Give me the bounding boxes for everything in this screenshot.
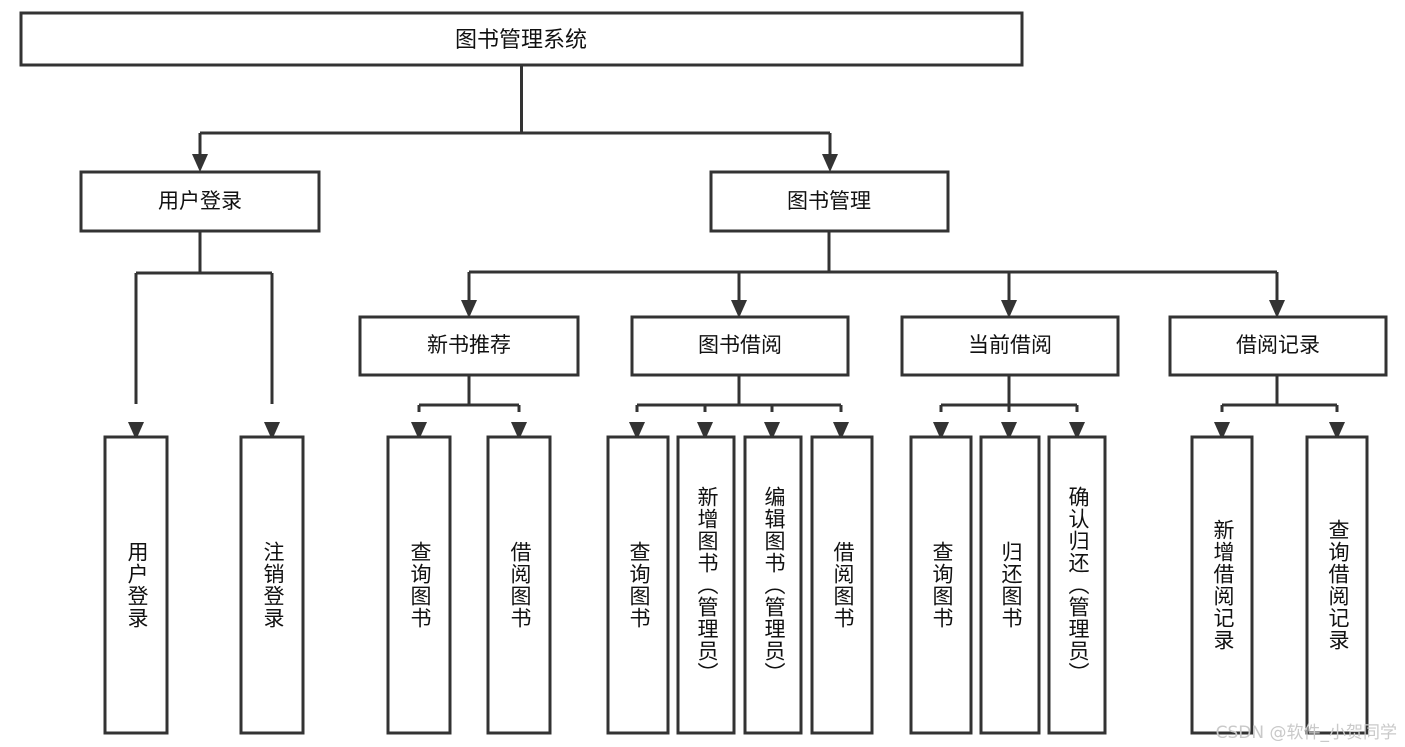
node-book-borrow[interactable]: 图书借阅 [630,315,850,377]
node-current-borrow-label: 当前借阅 [968,333,1052,357]
arrow-to-user-login [192,154,208,172]
node-leaf-borrow-book-2-label: 借阅图书 [831,541,855,629]
node-leaf-borrow-book-2[interactable]: 借阅图书 [810,435,874,735]
node-leaf-query-book-1-label: 查询图书 [408,541,432,629]
node-leaf-edit-book[interactable]: 编辑图书（管理员） [743,435,803,735]
node-leaf-add-book-label: 新增图书（管理员） [695,486,719,684]
node-current-borrow[interactable]: 当前借阅 [900,315,1120,377]
node-leaf-add-book[interactable]: 新增图书（管理员） [676,435,736,735]
node-leaf-user-login-box[interactable] [103,435,169,735]
node-book-manage-box[interactable] [709,170,950,233]
node-leaf-user-login[interactable]: 用户登录 [103,435,169,735]
node-leaf-query-book-3[interactable]: 查询图书 [909,435,973,735]
node-book-manage-label: 图书管理 [787,189,871,213]
arrow-to-book-borrow [731,300,747,318]
node-leaf-return-book[interactable]: 归还图书 [979,435,1041,735]
node-book-manage[interactable]: 图书管理 [709,170,950,233]
node-leaf-add-record[interactable]: 新增借阅记录 [1190,435,1254,735]
node-user-login[interactable]: 用户登录 [79,170,321,233]
node-leaf-return-book-box[interactable] [979,435,1041,735]
node-leaf-confirm-return-label: 确认归还（管理员） [1066,486,1090,684]
node-leaf-confirm-return-box[interactable] [1047,435,1107,735]
node-leaf-borrow-book-1-box[interactable] [486,435,552,735]
node-leaf-user-logout-box[interactable] [239,435,305,735]
node-leaf-query-book-1-box[interactable] [386,435,452,735]
node-root-label: 图书管理系统 [455,28,587,53]
node-root-box[interactable] [19,11,1024,67]
node-new-book-rec-label: 新书推荐 [427,333,511,357]
node-leaf-query-book-3-box[interactable] [909,435,973,735]
edge-layer [128,65,1345,440]
node-book-borrow-box[interactable] [630,315,850,377]
arrow-to-book-manage [822,154,838,172]
node-leaf-add-book-box[interactable] [676,435,736,735]
node-leaf-query-book-2-box[interactable] [606,435,670,735]
node-leaf-borrow-book-1[interactable]: 借阅图书 [486,435,552,735]
node-leaf-confirm-return[interactable]: 确认归还（管理员） [1047,435,1107,735]
node-current-borrow-box[interactable] [900,315,1120,377]
node-leaf-query-record[interactable]: 查询借阅记录 [1305,435,1369,735]
node-leaf-user-logout-label: 注销登录 [261,541,285,629]
node-leaf-user-logout[interactable]: 注销登录 [239,435,305,735]
node-leaf-query-book-1[interactable]: 查询图书 [386,435,452,735]
node-book-borrow-label: 图书借阅 [698,333,782,357]
node-leaf-add-record-box[interactable] [1190,435,1254,735]
arrow-to-borrow-record [1269,300,1285,318]
node-leaf-query-book-2-label: 查询图书 [627,541,651,629]
node-leaf-edit-book-label: 编辑图书（管理员） [762,486,786,684]
node-leaf-query-book-2[interactable]: 查询图书 [606,435,670,735]
node-leaf-edit-book-box[interactable] [743,435,803,735]
node-borrow-record-box[interactable] [1168,315,1388,377]
node-leaf-return-book-label: 归还图书 [999,541,1023,629]
node-leaf-user-login-label: 用户登录 [125,541,149,629]
node-leaf-query-book-3-label: 查询图书 [930,541,954,629]
arrow-to-new-book-rec [461,300,477,318]
node-leaf-add-record-label: 新增借阅记录 [1211,519,1235,651]
node-root[interactable]: 图书管理系统 [19,11,1024,67]
csdn-watermark: CSDN @软件_小贺同学 [1215,723,1397,743]
node-leaf-borrow-book-1-label: 借阅图书 [508,541,532,629]
node-user-login-box[interactable] [79,170,321,233]
node-new-book-rec-box[interactable] [358,315,580,377]
node-leaf-borrow-book-2-box[interactable] [810,435,874,735]
arrow-to-current-borrow [1001,300,1017,318]
node-user-login-label: 用户登录 [158,189,242,213]
node-leaf-query-record-label: 查询借阅记录 [1326,519,1350,651]
node-borrow-record-label: 借阅记录 [1236,333,1320,357]
node-new-book-rec[interactable]: 新书推荐 [358,315,580,377]
node-leaf-query-record-box[interactable] [1305,435,1369,735]
node-borrow-record[interactable]: 借阅记录 [1168,315,1388,377]
